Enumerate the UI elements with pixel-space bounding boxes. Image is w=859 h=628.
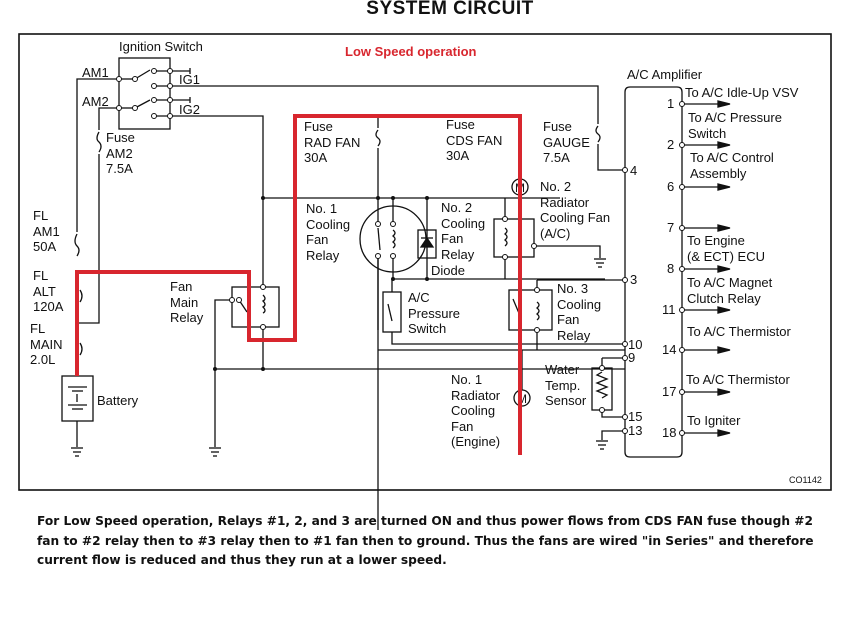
low-speed-current-path [75,114,522,455]
fl-alt-label: FL ALT 120A [33,268,64,314]
fl-am1-label: FL AM1 50A [33,208,60,254]
mode-label: Low Speed operation [345,44,477,59]
amp-pin-right: 11 [662,302,676,317]
amp-output-label: To A/C Pressure Switch [688,110,782,141]
amp-pin-right: 2 [667,137,675,152]
diagram-frame [18,33,832,491]
amp-pin-right: 6 [667,179,675,194]
fuse-am2-label: Fuse AM2 7.5A [106,130,135,176]
ig2-label: IG2 [179,102,200,117]
amp-pin-left: 15 [628,409,643,424]
ig1-label: IG1 [179,72,200,87]
amp-pin-left: 10 [628,337,643,352]
amp-pin-right: 14 [662,342,677,357]
fan-main-relay-label: Fan Main Relay [170,279,204,325]
amp-output-label: To A/C Thermistor [687,324,791,339]
ac-pressure-switch-label: A/C Pressure Switch [408,290,461,336]
amp-pin-right: 8 [667,261,675,276]
am1-wire [76,78,119,232]
fuse-gauge-label: Fuse GAUGE 7.5A [543,119,590,165]
amp-pin-left: 3 [630,272,638,287]
am2-label: AM2 [82,94,109,109]
amp-pin-right: 1 [667,96,675,111]
diagram-title: SYSTEM CIRCUIT [366,0,534,19]
no3-cooling-fan-relay-label: No. 3 Cooling Fan Relay [557,281,602,343]
amp-output-label: To A/C Idle-Up VSV [685,85,799,100]
amp-output-label: To A/C Magnet Clutch Relay [687,275,773,306]
ac-amplifier-box [624,86,683,458]
no1-cooling-fan-relay-label: No. 1 Cooling Fan Relay [306,201,351,263]
battery-label: Battery [97,393,139,408]
amp-output-label: To A/C Thermistor [686,372,790,387]
fuse-rad-fan-label: Fuse RAD FAN 30A [304,119,361,165]
fuse-cds-fan-label: Fuse CDS FAN 30A [446,117,503,163]
amp-pin-right: 7 [667,220,675,235]
am1-label: AM1 [82,65,109,80]
no3-relay-box [508,289,553,331]
amp-pin-right: 18 [662,425,677,440]
amp-pin-right: 17 [662,384,677,399]
explanation-caption: For Low Speed operation, Relays #1, 2, a… [37,514,814,567]
ac-pressure-switch-box [382,291,402,333]
amplifier-output-arrows [682,100,731,437]
amp-pin-left: 13 [628,423,643,438]
no1-radiator-fan-label: No. 1 Radiator Cooling Fan (Engine) [451,372,501,449]
fl-main-label: FL MAIN 2.0L [30,321,63,367]
no2-radiator-fan-label: No. 2 Radiator Cooling Fan (A/C) [540,179,611,241]
ignition-switch-box [118,57,171,130]
amp-output-label: To A/C Control Assembly [690,150,774,181]
amp-output-label: To Engine (& ECT) ECU [687,233,765,264]
ignition-switch-label: Ignition Switch [119,39,203,54]
figure-code: CO1142 [789,475,822,485]
diode-label: Diode [431,263,465,278]
amp-pin-left: 9 [628,350,636,365]
terminals [116,68,685,436]
no2-relay-box [493,218,535,258]
amp-output-label: To Igniter [687,413,741,428]
water-temp-sensor-label: Water Temp. Sensor [545,362,587,408]
amp-pin-left: 4 [630,163,638,178]
fan-main-relay-box [231,286,280,328]
no2-cooling-fan-relay-label: No. 2 Cooling Fan Relay [441,200,486,262]
ac-amplifier-label: A/C Amplifier [627,67,703,82]
junction-dots [213,196,429,371]
